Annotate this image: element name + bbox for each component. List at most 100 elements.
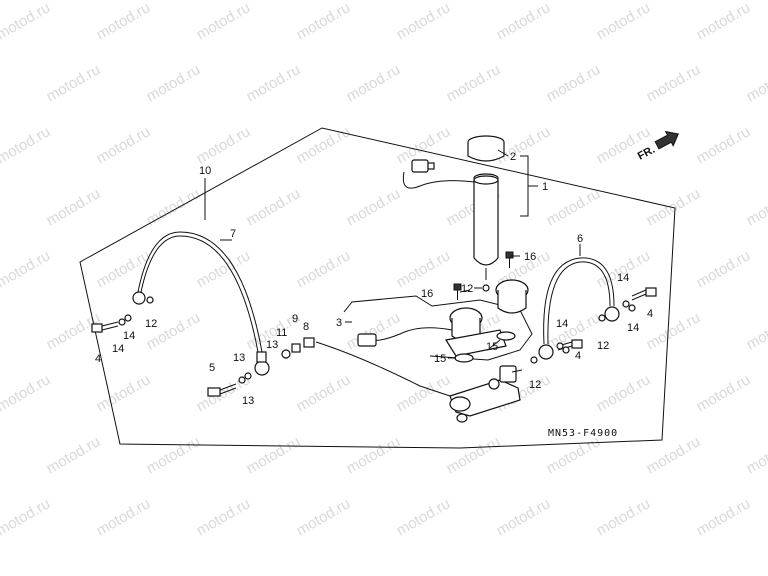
watermark-text: motod.ru: [344, 433, 404, 477]
part-14-washer-right-a: [622, 300, 630, 308]
watermark-text: motod.ru: [144, 433, 204, 477]
callout-14-left-b: 14: [112, 343, 124, 355]
callout-3: 3: [336, 317, 342, 329]
callout-8: 8: [303, 321, 309, 333]
callout-6: 6: [577, 233, 583, 245]
watermark-text: motod.ru: [494, 0, 554, 43]
front-arrow-icon: [654, 130, 679, 150]
watermark-text: motod.ru: [394, 0, 454, 43]
part-2-switch-cap: [467, 135, 505, 183]
watermark-text: motod.ru: [0, 371, 53, 415]
part-4-bolt-left: [91, 321, 119, 333]
part-14-washer-left-a: [118, 318, 126, 326]
part-3-switch-assembly: [343, 279, 533, 361]
part-14-washer-right-b: [628, 304, 636, 312]
watermark-text: motod.ru: [44, 185, 104, 229]
watermark-text: motod.ru: [44, 61, 104, 105]
part-14-washer-right-d: [562, 346, 570, 354]
watermark-text: motod.ru: [694, 495, 754, 539]
watermark-text: motod.ru: [144, 61, 204, 105]
watermark-text: motod.ru: [444, 61, 504, 105]
part-15-o-ring-b: [496, 331, 516, 341]
watermark-text: motod.ru: [444, 433, 504, 477]
callout-14-right-c: 14: [556, 318, 568, 330]
watermark-text: motod.ru: [294, 123, 354, 167]
watermark-text: motod.ru: [194, 247, 254, 291]
watermark-text: motod.ru: [294, 495, 354, 539]
watermark-text: motod.ru: [644, 433, 704, 477]
watermark-text: motod.ru: [0, 433, 3, 477]
front-label: FR.: [636, 144, 657, 163]
watermark-text: motod.ru: [744, 433, 768, 477]
callout-4-left: 4: [95, 353, 101, 365]
callout-9: 9: [292, 313, 298, 325]
watermark-text: motod.ru: [294, 0, 354, 43]
part-16-bolt-a: [453, 283, 462, 300]
part-15-o-ring-a: [454, 353, 474, 363]
part-13-fitting: [291, 343, 301, 353]
callout-4-right-a: 4: [647, 308, 653, 320]
watermark-text: motod.ru: [94, 123, 154, 167]
part-5-bolt-center-left: [207, 383, 237, 397]
diagram-code: MN53-F4900: [548, 428, 618, 439]
callout-11: 11: [276, 327, 287, 339]
watermark-text: motod.ru: [744, 309, 768, 353]
watermark-text: motod.ru: [644, 61, 704, 105]
watermark-text: motod.ru: [594, 371, 654, 415]
bracket-assembly: [449, 365, 523, 423]
callout-labels: 1 2 3 4 4 4 5 6 7 8 9 10 11 12 12 12 12 …: [95, 151, 653, 407]
part-12-washer-left: [146, 296, 154, 304]
watermark-text: motod.ru: [0, 495, 53, 539]
watermark-layer: motod.ru motod.ru motod.ru motod.ru motod.ru…: [0, 0, 768, 539]
watermark-text: motod.ru: [144, 185, 204, 229]
watermark-text: motod.ru: [244, 61, 304, 105]
watermark-text: motod.ru: [594, 495, 654, 539]
callout-15-b: 15: [486, 341, 498, 353]
callout-16-b: 16: [524, 251, 536, 263]
watermark-text: motod.ru: [544, 61, 604, 105]
watermark-text: motod.ru: [94, 495, 154, 539]
watermark-text: motod.ru: [744, 61, 768, 105]
watermark-text: motod.ru: [0, 247, 53, 291]
part-6-right-cable: [538, 257, 620, 360]
watermark-text: motod.ru: [0, 0, 53, 43]
watermark-text: motod.ru: [194, 0, 254, 43]
part-1-sensor-assembly: [402, 159, 499, 280]
watermark-text: motod.ru: [344, 185, 404, 229]
part-12-washer-lower: [530, 356, 538, 364]
watermark-text: motod.ru: [194, 123, 254, 167]
watermark-text: motod.ru: [594, 0, 654, 43]
part-14-washer-right-c: [556, 342, 564, 350]
callout-14-right-a: 14: [617, 272, 629, 284]
callout-12-left: 12: [145, 318, 157, 330]
watermark-text: motod.ru: [244, 185, 304, 229]
callout-1: 1: [542, 181, 548, 193]
watermark-text: motod.ru: [694, 371, 754, 415]
watermark-text: motod.ru: [294, 371, 354, 415]
watermark-text: motod.ru: [344, 61, 404, 105]
part-4-bolt-right-a: [631, 287, 657, 301]
watermark-text: motod.ru: [0, 123, 53, 167]
watermark-text: motod.ru: [294, 247, 354, 291]
watermark-text: motod.ru: [394, 247, 454, 291]
callout-16-a: 16: [421, 288, 433, 300]
callout-15-a: 15: [434, 353, 446, 365]
watermark-text: motod.ru: [244, 433, 304, 477]
callout-14-left-a: 14: [123, 330, 135, 342]
part-7-left-cable: [132, 231, 270, 376]
callout-12-lower: 12: [529, 379, 541, 391]
watermark-text: motod.ru: [94, 0, 154, 43]
callout-13-b: 13: [242, 395, 254, 407]
callout-12-center: 12: [461, 283, 473, 295]
leader-lines: [204, 149, 581, 397]
watermark-text: motod.ru: [694, 247, 754, 291]
watermark-text: motod.ru: [494, 495, 554, 539]
part-13-washer-b: [244, 372, 252, 380]
watermark-text: motod.ru: [344, 309, 404, 353]
callout-4-right-b: 4: [575, 350, 581, 362]
watermark-text: motod.ru: [44, 433, 104, 477]
part-11-washer: [281, 349, 291, 359]
callout-14-right-b: 14: [627, 322, 639, 334]
callout-13-c: 13: [266, 339, 278, 351]
